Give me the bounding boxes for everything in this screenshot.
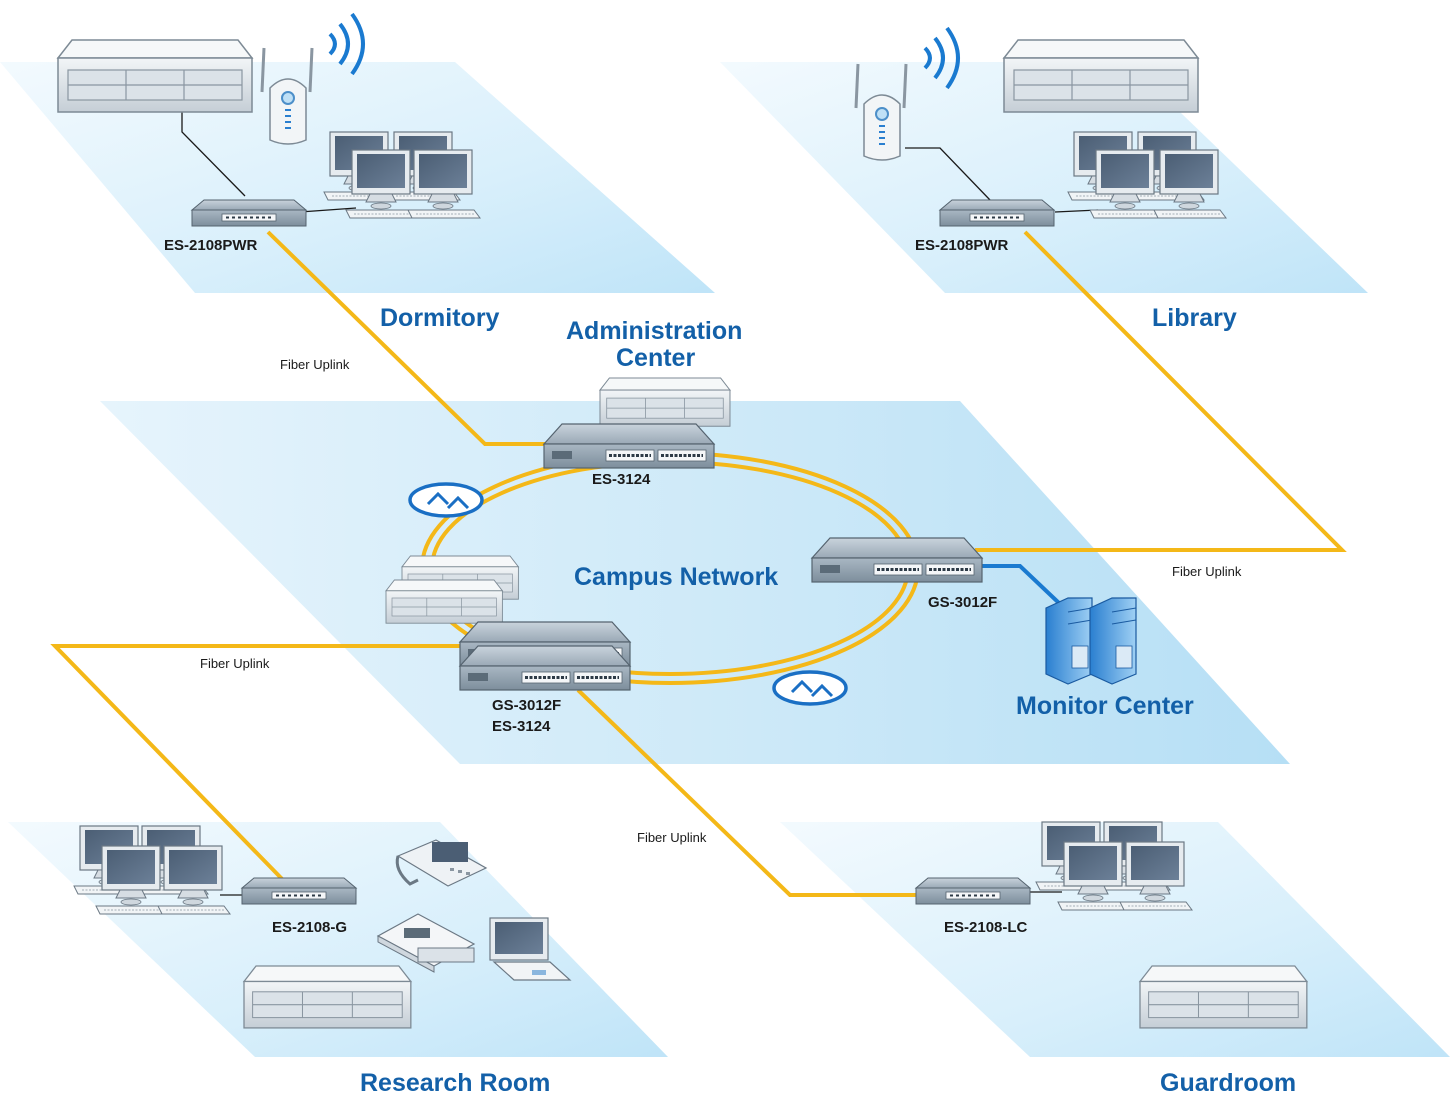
printer-icon: [376, 913, 476, 973]
research-server-icon: [243, 965, 412, 1029]
monitor-switch-label: GS-3012F: [928, 594, 998, 611]
library-ap-link: [905, 147, 991, 201]
monitor-server-tower-icon: [1045, 597, 1137, 685]
dorm-server-link: [181, 112, 246, 197]
library-server-icon: [1003, 39, 1199, 113]
laptop-icon: [489, 917, 572, 981]
dormitory-label: Dormitory: [380, 304, 500, 332]
dorm-switch-icon: [191, 199, 307, 227]
research-room-label: Research Room: [360, 1069, 551, 1097]
library-fiber-link: [975, 230, 1347, 552]
monitor-center-label: Monitor Center: [1016, 692, 1194, 720]
research-fiber-link: [50, 644, 460, 884]
dorm-fiber-link: [266, 230, 560, 446]
admin-switch-label: ES-3124: [592, 471, 651, 488]
research-switch-icon: [241, 877, 357, 905]
admin-server-icon: [599, 377, 731, 427]
guard-server-icon: [1139, 965, 1308, 1029]
guard-switch-label: ES-2108-LC: [944, 919, 1028, 936]
guardroom-label: Guardroom: [1160, 1069, 1297, 1097]
library-label: Library: [1152, 304, 1237, 332]
library-switch-label: ES-2108PWR: [915, 237, 1009, 254]
core-switch-label-line2: ES-3124: [492, 718, 551, 735]
library-switch-icon: [939, 199, 1055, 227]
core-switch-icon: [458, 644, 632, 692]
guard-fiber-link: [576, 688, 922, 897]
research-switch-label: ES-2108-G: [272, 919, 348, 936]
dorm-switch-label: ES-2108PWR: [164, 237, 258, 254]
dorm-server-icon: [57, 39, 253, 113]
campus-network-label: Campus Network: [574, 563, 779, 591]
guard-fiber-uplink-label: Fiber Uplink: [637, 830, 707, 845]
monitor-switch-icon: [810, 536, 984, 584]
campus-floor: [100, 401, 1290, 764]
core-switch-label-line1: GS-3012F: [492, 697, 562, 714]
administration-center-label-line2: Center: [616, 344, 696, 372]
router-icon: [772, 670, 848, 706]
monitor-ethernet-link: [980, 564, 1062, 606]
router-icon: [408, 482, 484, 518]
guard-switch-icon: [915, 877, 1031, 905]
administration-center-label-line1: Administration: [566, 317, 743, 345]
core-server-icon: [385, 579, 503, 624]
dorm-fiber-uplink-label: Fiber Uplink: [280, 357, 350, 372]
library-fiber-uplink-label: Fiber Uplink: [1172, 564, 1242, 579]
dorm-pc-link: [299, 207, 357, 213]
ip-phone-icon: [395, 839, 488, 887]
research-fiber-uplink-label: Fiber Uplink: [200, 656, 270, 671]
admin-switch-icon: [542, 422, 716, 470]
